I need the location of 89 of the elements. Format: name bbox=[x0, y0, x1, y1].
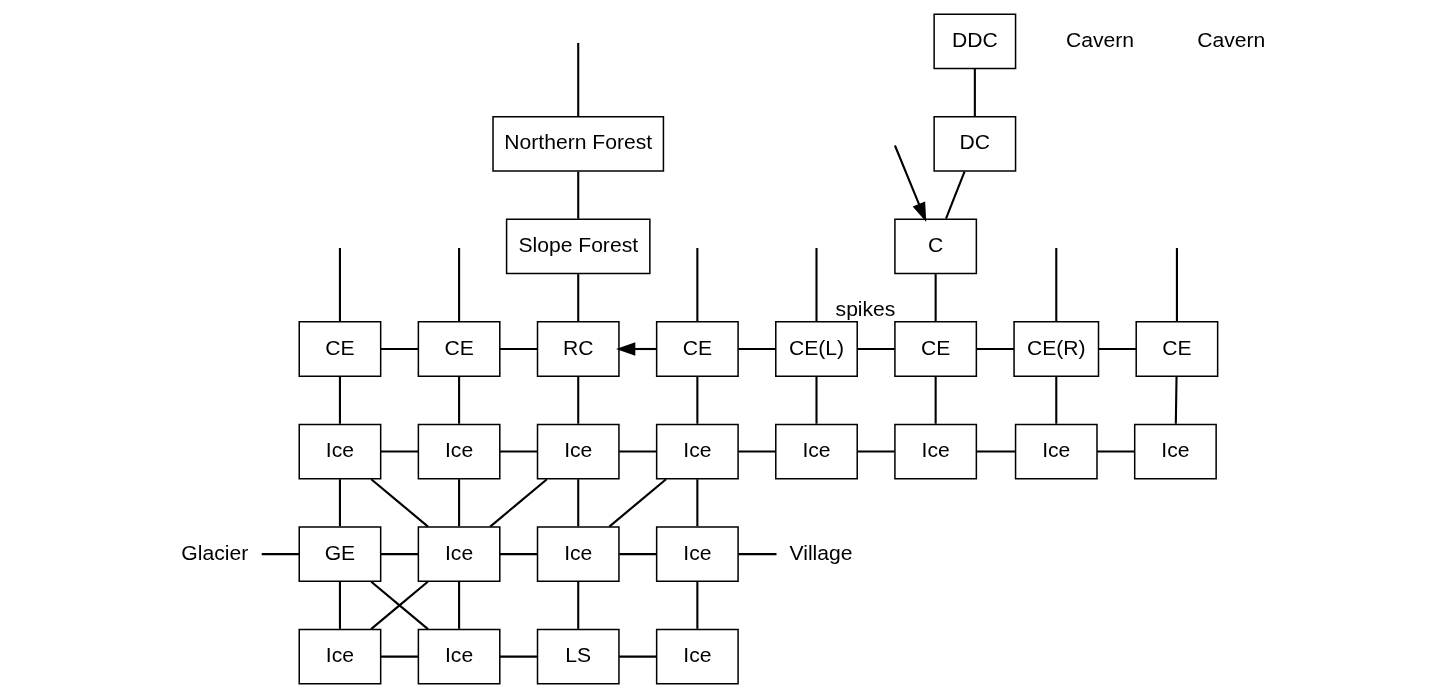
connector bbox=[577, 376, 580, 424]
connector bbox=[1175, 248, 1178, 322]
connector bbox=[696, 479, 699, 527]
node-text: Glacier bbox=[181, 540, 249, 564]
connector bbox=[261, 553, 299, 556]
node-box: Ice bbox=[298, 423, 382, 480]
connector bbox=[1055, 376, 1058, 424]
connector bbox=[973, 69, 976, 117]
connector bbox=[619, 655, 657, 658]
node-box: CE(L) bbox=[775, 321, 858, 377]
node-box: Ice bbox=[417, 423, 501, 480]
connector bbox=[815, 248, 818, 322]
connector bbox=[577, 42, 580, 117]
node-box: Ice bbox=[655, 628, 739, 685]
connector bbox=[458, 581, 461, 629]
connector bbox=[500, 347, 538, 351]
connector bbox=[370, 478, 429, 528]
node-box: CE(R) bbox=[1013, 321, 1100, 377]
connector bbox=[738, 347, 776, 351]
node-box: CE bbox=[417, 321, 501, 377]
node-box: Ice bbox=[417, 526, 501, 582]
arrow bbox=[893, 145, 927, 222]
node-box: CE bbox=[655, 321, 739, 377]
node-box: Ice bbox=[536, 423, 620, 480]
connector bbox=[857, 450, 895, 453]
connector bbox=[738, 553, 777, 556]
node-text: Village bbox=[789, 540, 853, 564]
node-box: CE bbox=[298, 321, 382, 377]
connector bbox=[380, 655, 419, 658]
connector bbox=[458, 248, 461, 322]
connector bbox=[815, 376, 818, 424]
connector bbox=[489, 478, 548, 528]
connector bbox=[577, 171, 580, 219]
connector bbox=[945, 171, 966, 219]
connector bbox=[338, 479, 341, 527]
connector bbox=[380, 553, 419, 556]
node-box: DC bbox=[933, 116, 1017, 172]
node-box: Ice bbox=[655, 423, 739, 480]
connector bbox=[619, 553, 657, 556]
node-box: Ice bbox=[536, 526, 620, 582]
node-box: GE bbox=[298, 526, 382, 582]
connector bbox=[1055, 248, 1058, 322]
connector bbox=[1097, 450, 1135, 453]
connector bbox=[696, 376, 699, 424]
connector bbox=[934, 376, 937, 424]
node-box: Ice bbox=[655, 526, 739, 582]
node-box: CE bbox=[1135, 321, 1219, 377]
connector bbox=[380, 347, 419, 351]
arrow bbox=[616, 342, 657, 356]
node-box: Slope Forest bbox=[505, 218, 651, 275]
connector bbox=[577, 479, 580, 527]
node-box: Ice bbox=[894, 423, 978, 480]
connector bbox=[380, 450, 419, 453]
connector bbox=[458, 376, 461, 424]
connector bbox=[608, 478, 667, 528]
connector bbox=[738, 450, 776, 453]
connector bbox=[1174, 376, 1178, 424]
node-box: CE bbox=[894, 321, 978, 377]
node-box: RC bbox=[536, 321, 620, 377]
connector bbox=[338, 581, 341, 629]
connector bbox=[370, 580, 429, 630]
connector bbox=[577, 581, 580, 629]
node-label: spikes bbox=[835, 297, 896, 321]
node-box: Ice bbox=[775, 423, 858, 480]
connector bbox=[577, 274, 580, 322]
node-box: LS bbox=[536, 628, 620, 685]
connector bbox=[619, 450, 657, 453]
label: Cavern bbox=[1065, 27, 1135, 51]
connector bbox=[458, 479, 461, 527]
node-box: C bbox=[894, 218, 978, 275]
connector bbox=[1098, 347, 1136, 351]
connector bbox=[696, 248, 699, 322]
connector bbox=[976, 450, 1016, 453]
node-box: DDC bbox=[933, 13, 1017, 70]
connector bbox=[934, 274, 937, 322]
node-box: Ice bbox=[1133, 423, 1217, 480]
connector bbox=[500, 553, 538, 556]
node-box: Ice bbox=[1014, 423, 1098, 480]
node-box: Ice bbox=[417, 628, 501, 685]
connector bbox=[500, 450, 538, 453]
node-box: Ice bbox=[298, 628, 382, 685]
label: Cavern bbox=[1197, 27, 1266, 51]
connector bbox=[338, 376, 341, 424]
node-box: Northern Forest bbox=[492, 116, 665, 172]
connector bbox=[500, 655, 538, 658]
connector bbox=[976, 347, 1014, 351]
connector bbox=[338, 248, 341, 322]
connector bbox=[857, 347, 895, 351]
connector bbox=[696, 581, 699, 629]
